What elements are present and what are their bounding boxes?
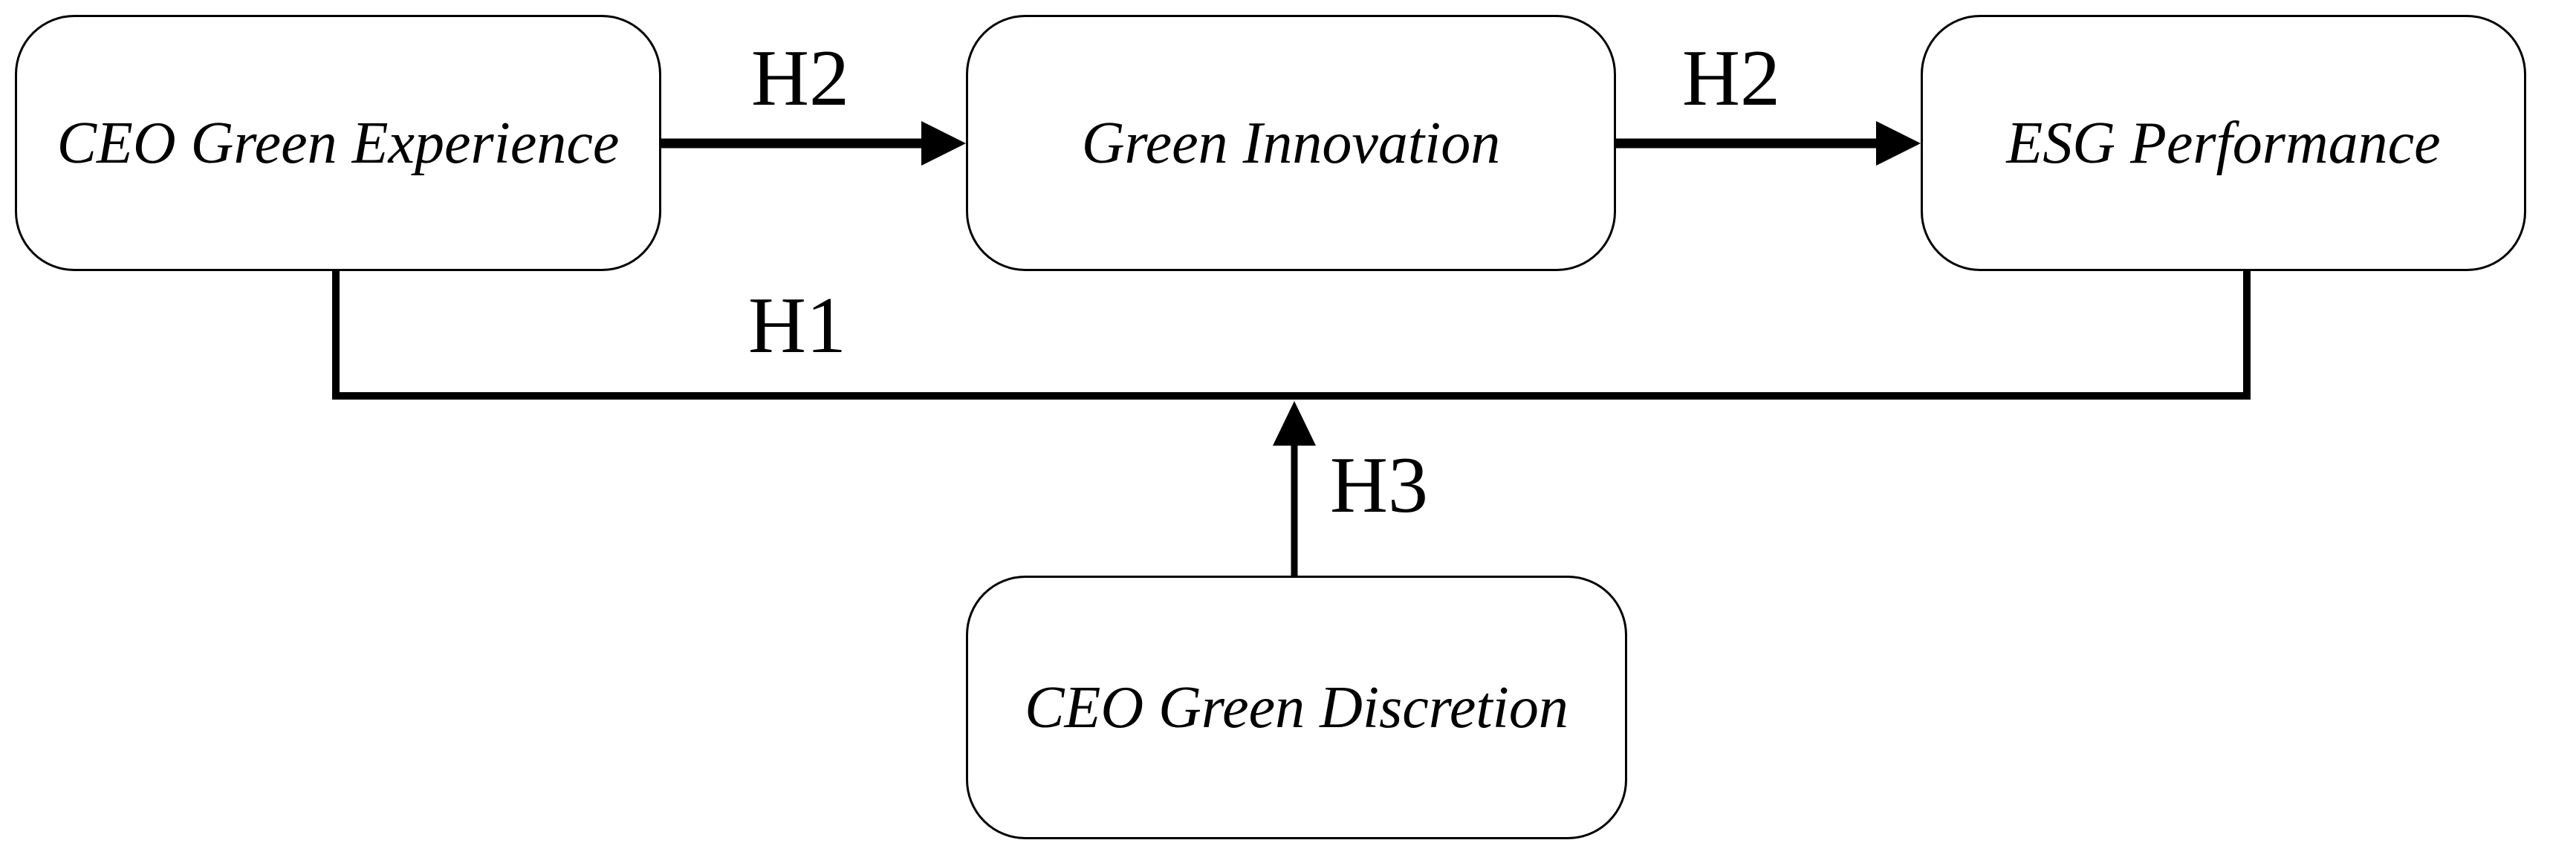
- edge-label-h1: H1: [748, 281, 846, 370]
- node-label-green-innovation: Green Innovation: [1081, 110, 1501, 176]
- node-esg-performance: ESG Performance: [1921, 15, 2526, 271]
- node-label-esg-performance: ESG Performance: [2006, 110, 2441, 176]
- node-ceo-green-discretion: CEO Green Discretion: [966, 576, 1627, 839]
- edge-label-h2-right: H2: [1682, 34, 1780, 123]
- edge-h2-left-arrow: [661, 121, 966, 166]
- node-ceo-green-experience: CEO Green Experience: [15, 15, 661, 271]
- edge-h1-line: [332, 270, 2251, 400]
- edge-label-h3: H3: [1330, 441, 1428, 530]
- edge-h2-right-arrow: [1616, 121, 1921, 166]
- node-green-innovation: Green Innovation: [966, 15, 1616, 271]
- edge-label-h2-left: H2: [751, 34, 849, 123]
- edge-h3-arrow: [1273, 401, 1316, 577]
- node-label-ceo-green-discretion: CEO Green Discretion: [1025, 674, 1568, 741]
- node-label-ceo-green-experience: CEO Green Experience: [56, 110, 620, 176]
